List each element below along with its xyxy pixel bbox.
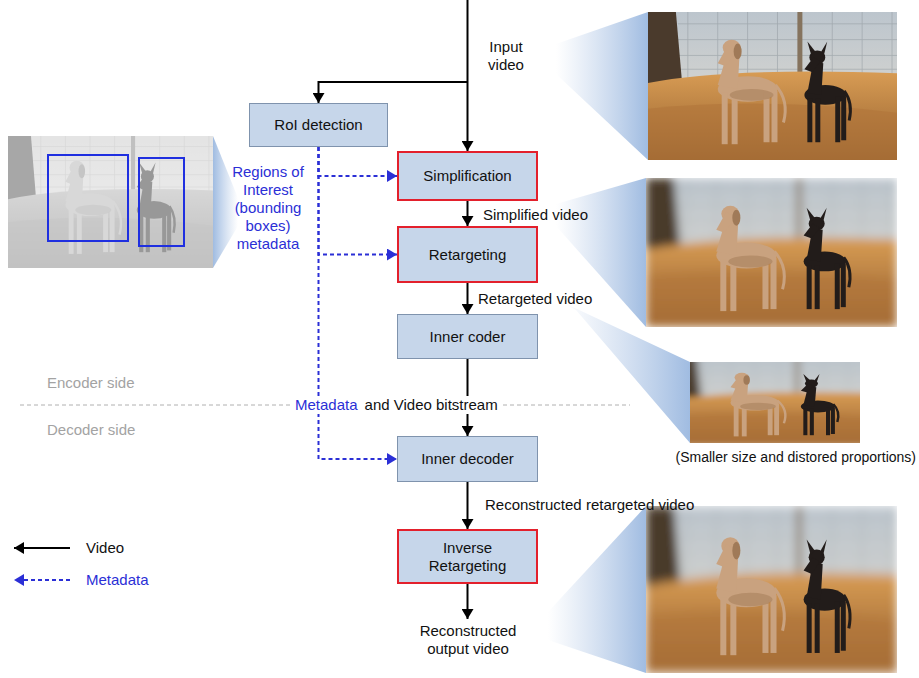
image-caption: (Smaller size and distored proportions) (676, 448, 916, 466)
box-label: Inverse Retargeting (407, 539, 528, 575)
projection-wedge (213, 136, 238, 268)
process-box: Inner decoder (397, 436, 538, 482)
video-connector (467, 283, 469, 314)
metadata-connector (319, 147, 398, 255)
metadata-connector (319, 147, 398, 176)
process-box: Inverse Retargeting (397, 529, 538, 584)
video-connector (467, 201, 469, 226)
legend-video-line (14, 547, 70, 549)
legend-text: Video (86, 539, 124, 557)
roi-photo (8, 136, 213, 268)
retargeted-photo (674, 356, 876, 446)
box-label: Inner decoder (421, 450, 514, 468)
metadata-label: Metadata (293, 396, 360, 414)
edge-label: Reconstructed retargeted video (485, 496, 694, 514)
edge-label: Simplified video (483, 206, 588, 224)
flow-label: Input video (478, 38, 534, 74)
bounding-box (48, 155, 128, 241)
legend-text: Metadata (86, 571, 149, 589)
projection-wedge (556, 12, 648, 160)
process-box: Simplification (397, 151, 538, 201)
process-box: RoI detection (249, 103, 388, 147)
box-label: Retargeting (429, 246, 507, 264)
bitstream-label: and Video bitstream (363, 396, 500, 414)
metadata-note: Regions of Interest (bounding boxes) met… (230, 163, 306, 253)
video-connector (467, 482, 469, 529)
output-photo (646, 506, 897, 673)
legend-metadata-line (14, 579, 70, 581)
process-box: Inner coder (397, 314, 538, 359)
flow-label: Reconstructed output video (413, 622, 523, 658)
projection-wedge (548, 506, 646, 673)
box-label: RoI detection (274, 116, 362, 134)
input-branch (319, 82, 468, 103)
box-label: Simplification (423, 167, 511, 185)
bounding-box (139, 158, 184, 246)
process-box: Retargeting (397, 226, 538, 283)
box-label: Inner coder (430, 328, 506, 346)
output-line (467, 584, 469, 619)
side-label: Encoder side (47, 374, 135, 392)
edge-label: Retargeted video (478, 290, 592, 308)
simplified-photo (646, 178, 897, 327)
side-label: Decoder side (47, 421, 135, 439)
input-photo (648, 12, 897, 160)
input-line (467, 0, 469, 151)
